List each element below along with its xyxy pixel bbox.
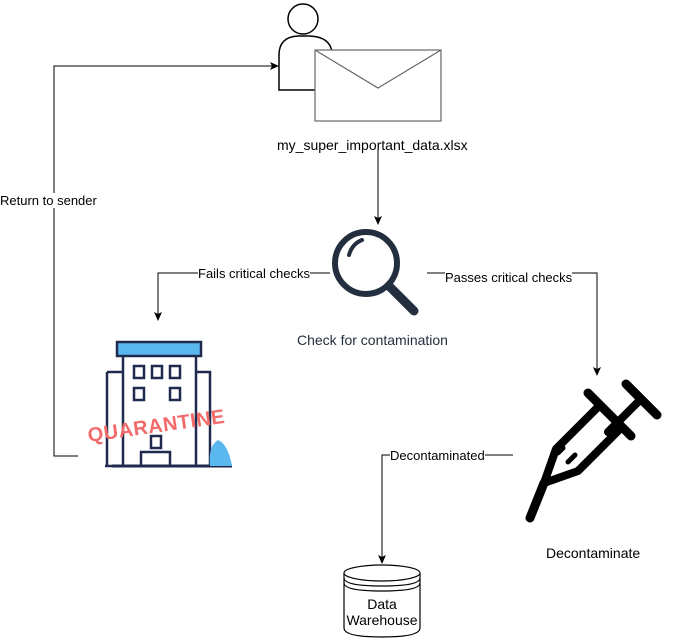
data-warehouse-label-line1: Data <box>367 596 397 612</box>
return-to-sender-label: Return to sender <box>0 193 97 208</box>
decontaminate-label: Decontaminate <box>546 545 641 561</box>
edge-decontaminated <box>378 454 513 564</box>
passes-critical-checks-label: Passes critical checks <box>445 270 573 285</box>
decontaminated-label: Decontaminated <box>390 448 485 463</box>
data-warehouse-cylinder <box>343 564 421 638</box>
edge-passes <box>427 272 601 376</box>
fails-critical-checks-label: Fails critical checks <box>198 266 310 281</box>
data-warehouse-label: Data Warehouse <box>342 596 422 628</box>
file-name-label: my_super_important_data.xlsx <box>277 137 468 153</box>
check-for-contamination-label: Check for contamination <box>297 332 448 348</box>
magnifier-icon <box>332 229 419 316</box>
quarantine-building-icon <box>105 340 232 468</box>
syringe-icon <box>525 379 662 523</box>
envelope-icon <box>314 49 442 122</box>
edge-return <box>53 62 279 457</box>
data-warehouse-label-line2: Warehouse <box>346 612 418 628</box>
